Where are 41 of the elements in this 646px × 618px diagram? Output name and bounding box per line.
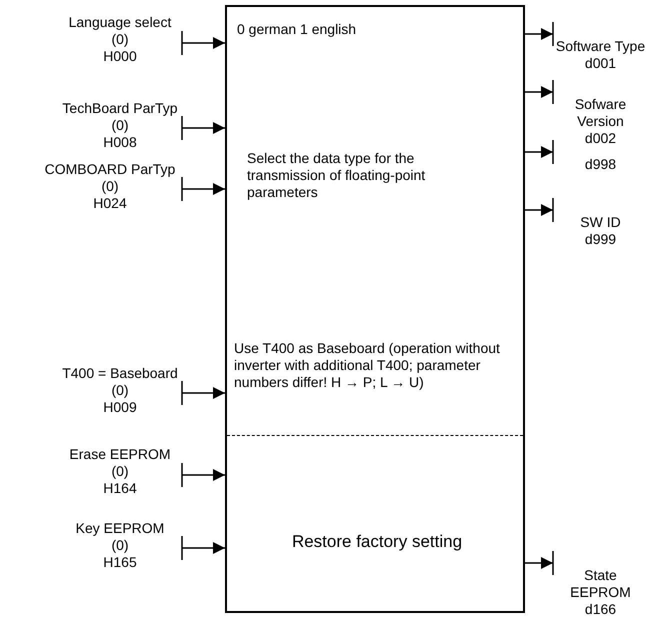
block-description: Restore factory setting [290,532,464,552]
parameter-label: d166 [584,601,618,618]
parameter-label: (0) [110,31,130,48]
parameter-label: COMBOARD ParTyp [44,161,176,178]
parameter-label: (0) [110,382,130,399]
arrow [181,176,225,202]
parameter-label: Software Type [554,38,646,55]
parameter-label: d001 [584,55,618,72]
function-block [225,5,525,613]
parameter-label: (0) [110,117,130,134]
parameter-label: H164 [102,480,138,497]
parameter-label: H008 [102,134,138,151]
arrow [525,550,554,576]
block-description: Select the data type for the transmission of floating-point parameters [247,150,426,201]
parameter-label: SW ID [579,214,622,231]
parameter-label: Erase EEPROM [68,446,172,463]
parameter-label: d999 [584,231,618,248]
block-description: Use T400 as Baseboard (operation without inverter with additional T400; parameter numbers differ! H → P; L → U) [234,340,501,391]
arrow [181,380,225,406]
arrow [525,21,554,47]
parameter-label: Language select [68,14,172,31]
parameter-label: (0) [110,463,130,480]
arrow [525,139,554,165]
parameter-label: TechBoard ParTyp [61,100,179,117]
block-description: 0 german 1 english [237,21,358,38]
parameter-label: H000 [102,48,138,65]
arrow [181,30,225,56]
parameter-label: (0) [110,537,130,554]
parameter-label: H165 [102,554,138,571]
arrow [181,535,225,561]
arrow [525,79,554,105]
parameter-label: T400 = Baseboard [61,365,179,382]
parameter-label: d998 [584,156,618,173]
parameter-label: H024 [92,195,128,212]
parameter-label: d002 [584,130,618,147]
parameter-label: Key EEPROM [74,520,166,537]
parameter-label: H009 [102,399,138,416]
arrow [525,197,554,223]
arrow [181,115,225,141]
arrow [181,462,225,488]
parameter-label: (0) [100,178,120,195]
